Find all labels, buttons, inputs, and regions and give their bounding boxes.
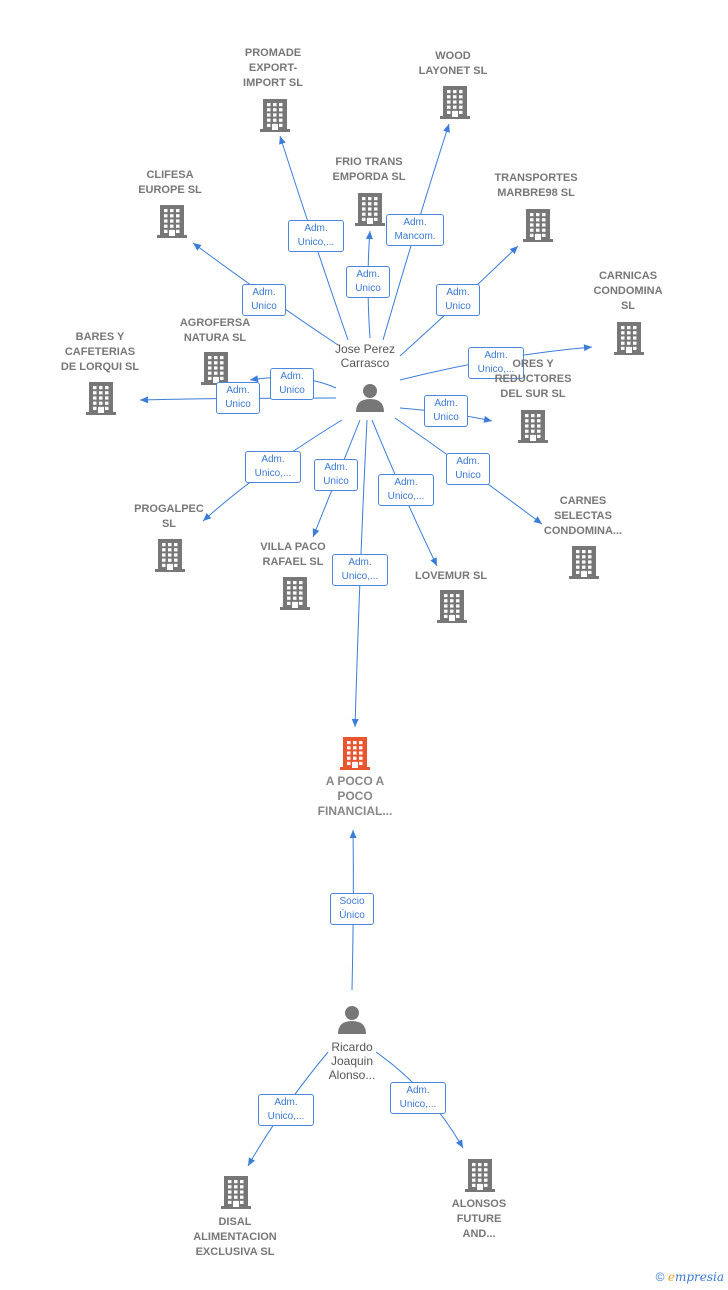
arrow-head-icon: [312, 528, 320, 537]
building-icon-clifesa[interactable]: [157, 205, 187, 238]
edge-label-jose-villa[interactable]: Adm. Unico: [314, 459, 358, 491]
building-icon-carnes[interactable]: [569, 546, 599, 579]
arrow-head-icon: [193, 243, 202, 251]
building-icon-apoco[interactable]: [340, 737, 370, 770]
arrow-head-icon: [140, 396, 149, 404]
edge-label-ricardo-alonsos[interactable]: Adm. Unico,...: [390, 1082, 446, 1114]
company-label-frio[interactable]: FRIO TRANS EMPORDA SL: [332, 156, 406, 183]
arrow-head-icon: [250, 375, 259, 383]
edge-label-jose-clifesa[interactable]: Adm. Unico: [242, 284, 286, 316]
edge-label-jose-wood[interactable]: Adm. Mancom.: [386, 214, 444, 246]
copyright-notice: © empresia: [656, 1270, 724, 1284]
arrow-head-icon: [443, 124, 450, 133]
company-label-agrofersa[interactable]: AGROFERSA NATURA SL: [179, 317, 251, 344]
arrow-head-icon: [509, 246, 518, 255]
arrow-head-icon: [583, 344, 592, 352]
company-label-alonsos[interactable]: ALONSOS FUTURE AND...: [451, 1198, 507, 1240]
edge-label-ricardo-disal[interactable]: Adm. Unico,...: [258, 1094, 314, 1126]
arrow-head-icon: [349, 830, 357, 839]
person-label-jose[interactable]: Jose Perez Carrasco: [334, 342, 396, 370]
arrow-head-icon: [279, 136, 286, 145]
building-icon-frio[interactable]: [355, 193, 385, 226]
company-label-bares[interactable]: BARES Y CAFETERIAS DE LORQUI SL: [60, 331, 140, 373]
arrow-head-icon: [533, 516, 542, 524]
copyright-icon: ©: [655, 1270, 665, 1284]
company-label-lovemur[interactable]: LOVEMUR SL: [414, 570, 488, 582]
company-label-ores[interactable]: ORES Y REDUCTORES DEL SUR SL: [494, 358, 572, 400]
company-label-progalpec[interactable]: PROGALPEC SL: [134, 503, 204, 530]
building-icon-transportes[interactable]: [523, 209, 553, 242]
arrow-head-icon: [351, 718, 359, 727]
company-label-villa[interactable]: VILLA PACO RAFAEL SL: [260, 541, 326, 568]
arrow-head-icon: [456, 1139, 463, 1148]
building-icon-wood[interactable]: [440, 86, 470, 119]
company-label-apoco[interactable]: A POCO A POCO FINANCIAL...: [317, 774, 393, 818]
arrow-head-icon: [248, 1157, 256, 1166]
arrow-head-icon: [483, 415, 492, 423]
building-icon-agrofersa[interactable]: [201, 352, 231, 385]
empresia-logo[interactable]: empresia: [667, 1270, 724, 1284]
person-icon-ricardo[interactable]: [338, 1006, 366, 1034]
edge-label-jose-progalpec[interactable]: Adm. Unico,...: [245, 451, 301, 483]
company-label-carnicas[interactable]: CARNICAS CONDOMINA SL: [593, 270, 663, 312]
edge-label-jose-promade[interactable]: Adm. Unico,...: [288, 220, 344, 252]
arrow-head-icon: [365, 231, 373, 240]
company-label-wood[interactable]: WOOD LAYONET SL: [418, 50, 488, 77]
building-icon-villa[interactable]: [280, 577, 310, 610]
building-icon-alonsos[interactable]: [465, 1159, 495, 1192]
company-label-clifesa[interactable]: CLIFESA EUROPE SL: [138, 169, 202, 196]
edge-label-jose-bares[interactable]: Adm. Unico: [216, 382, 260, 414]
person-label-ricardo[interactable]: Ricardo Joaquin Alonso...: [328, 1040, 376, 1082]
building-icon-disal[interactable]: [221, 1176, 251, 1209]
company-label-disal[interactable]: DISAL ALIMENTACION EXCLUSIVA SL: [193, 1216, 277, 1258]
building-icon-progalpec[interactable]: [155, 539, 185, 572]
building-icon-bares[interactable]: [86, 382, 116, 415]
edge-label-jose-frio[interactable]: Adm. Unico: [346, 266, 390, 298]
building-icon-lovemur[interactable]: [437, 590, 467, 623]
edge-label-jose-carnes[interactable]: Adm. Unico: [446, 453, 490, 485]
edge-label-ricardo-apoco[interactable]: Socio Único: [330, 893, 374, 925]
edge-label-jose-apoco[interactable]: Adm. Unico,...: [332, 554, 388, 586]
company-label-transportes[interactable]: TRANSPORTES MARBRE98 SL: [494, 172, 578, 199]
edge-label-jose-carnicas[interactable]: Adm. Unico,...: [468, 347, 524, 379]
building-icon-promade[interactable]: [260, 99, 290, 132]
company-label-promade[interactable]: PROMADE EXPORT- IMPORT SL: [243, 47, 303, 89]
person-icon-jose[interactable]: [356, 384, 384, 412]
edge-label-jose-agrofersa[interactable]: Adm. Unico: [270, 368, 314, 400]
building-icon-carnicas[interactable]: [614, 322, 644, 355]
edge-label-jose-ores[interactable]: Adm. Unico: [424, 395, 468, 427]
edge-label-jose-transportes[interactable]: Adm. Unico: [436, 284, 480, 316]
building-icon-ores[interactable]: [518, 410, 548, 443]
edge-label-jose-lovemur[interactable]: Adm. Unico,...: [378, 474, 434, 506]
company-label-carnes[interactable]: CARNES SELECTAS CONDOMINA...: [543, 495, 623, 537]
arrow-head-icon: [203, 513, 212, 521]
arrow-head-icon: [430, 557, 437, 566]
